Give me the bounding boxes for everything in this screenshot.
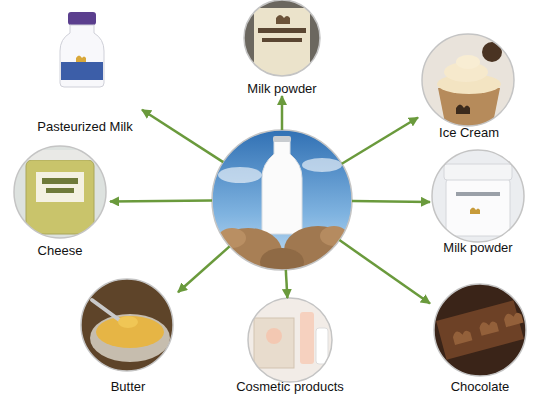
product-node: Milk powder [430, 150, 526, 255]
jar [254, 8, 310, 78]
photo-ring [432, 150, 524, 242]
jar-print [456, 192, 500, 196]
arrow-connector [286, 270, 288, 298]
camel-logo [76, 56, 86, 63]
photo-ring [434, 284, 526, 376]
product-node: Pasteurized Milk [28, 12, 142, 134]
arrow-connector [352, 201, 430, 202]
cheese-photo [12, 144, 108, 240]
arrow-connector [178, 246, 230, 292]
product-node: Cheese [10, 146, 110, 258]
photo-ring [248, 298, 332, 382]
product-label: Milk powder [443, 240, 512, 255]
bottle-body [60, 25, 104, 87]
camel-shape [503, 310, 524, 327]
arrow-connector [142, 110, 223, 162]
jar-lid [26, 150, 94, 160]
product-node: Ice Cream [418, 33, 520, 140]
product-label: Cosmetic products [236, 379, 344, 394]
camel-snout [320, 226, 348, 246]
cookie [482, 42, 502, 62]
backdrop [80, 278, 176, 374]
camel-snout [218, 228, 246, 248]
box-print [266, 328, 282, 344]
backdrop [430, 148, 526, 244]
glass-bowl [90, 314, 170, 362]
arrow-connector [281, 96, 284, 130]
backdrop [240, 0, 324, 80]
cloud [218, 167, 262, 183]
backdrop [12, 144, 108, 240]
product-node: Chocolate [430, 283, 530, 394]
jar [446, 178, 510, 236]
product-label: Milk powder [247, 81, 316, 96]
camel-logo [276, 15, 290, 24]
camel-shape [452, 328, 473, 345]
chocolate-photo [432, 282, 528, 378]
ice-cream-photo [420, 32, 516, 128]
product-box [254, 318, 294, 368]
photo-ring [81, 279, 173, 371]
camel-hump [260, 248, 304, 276]
jar-print [46, 188, 74, 193]
jar-print [42, 178, 78, 184]
backdrop [420, 32, 516, 128]
product-label: Ice Cream [439, 125, 499, 140]
photo-ring [244, 0, 320, 76]
camel-logo [470, 208, 480, 215]
photo-ring [212, 130, 352, 270]
product-node: Cosmetic products [238, 298, 342, 394]
camel-milk-photo [210, 128, 354, 276]
milk-bottle-photo [60, 12, 104, 87]
product-label: Chocolate [451, 379, 510, 394]
bottle-label [61, 62, 103, 80]
backdrop [432, 282, 528, 378]
milk-bottle [262, 140, 302, 234]
cosmetics-photo [246, 296, 334, 384]
cheese-jar [26, 160, 94, 234]
photo-circle [212, 130, 352, 270]
soft-serve [456, 55, 480, 69]
chocolate-bar [436, 300, 524, 359]
milk-powder-jar-photo [430, 148, 526, 244]
bottle-cap [273, 136, 291, 142]
cloud [302, 158, 342, 172]
product-node: Butter [78, 279, 178, 394]
arrow-connector [339, 240, 430, 303]
product-label: Butter [111, 379, 146, 394]
butter [96, 316, 164, 348]
jar-lid [444, 164, 512, 180]
jar-print [262, 38, 302, 42]
camel-shape [478, 319, 499, 336]
photo-ring [422, 34, 514, 126]
backdrop [246, 296, 334, 384]
product-node: Milk powder [232, 0, 332, 96]
photo-ring [14, 146, 106, 238]
butter-photo [80, 278, 176, 374]
milk-powder-photo [240, 0, 324, 80]
arrow-connector [342, 118, 418, 164]
serum-bottle [300, 312, 314, 364]
product-label: Cheese [38, 243, 83, 258]
camel-print [456, 105, 470, 115]
jar-print [258, 28, 306, 33]
spoon-handle [92, 300, 122, 322]
spoon [118, 316, 138, 328]
product-label: Pasteurized Milk [37, 119, 132, 134]
arrow-connector [110, 199, 212, 202]
bottle-cap [68, 12, 96, 25]
jar-label [36, 172, 84, 202]
cream-bottle [316, 328, 328, 364]
